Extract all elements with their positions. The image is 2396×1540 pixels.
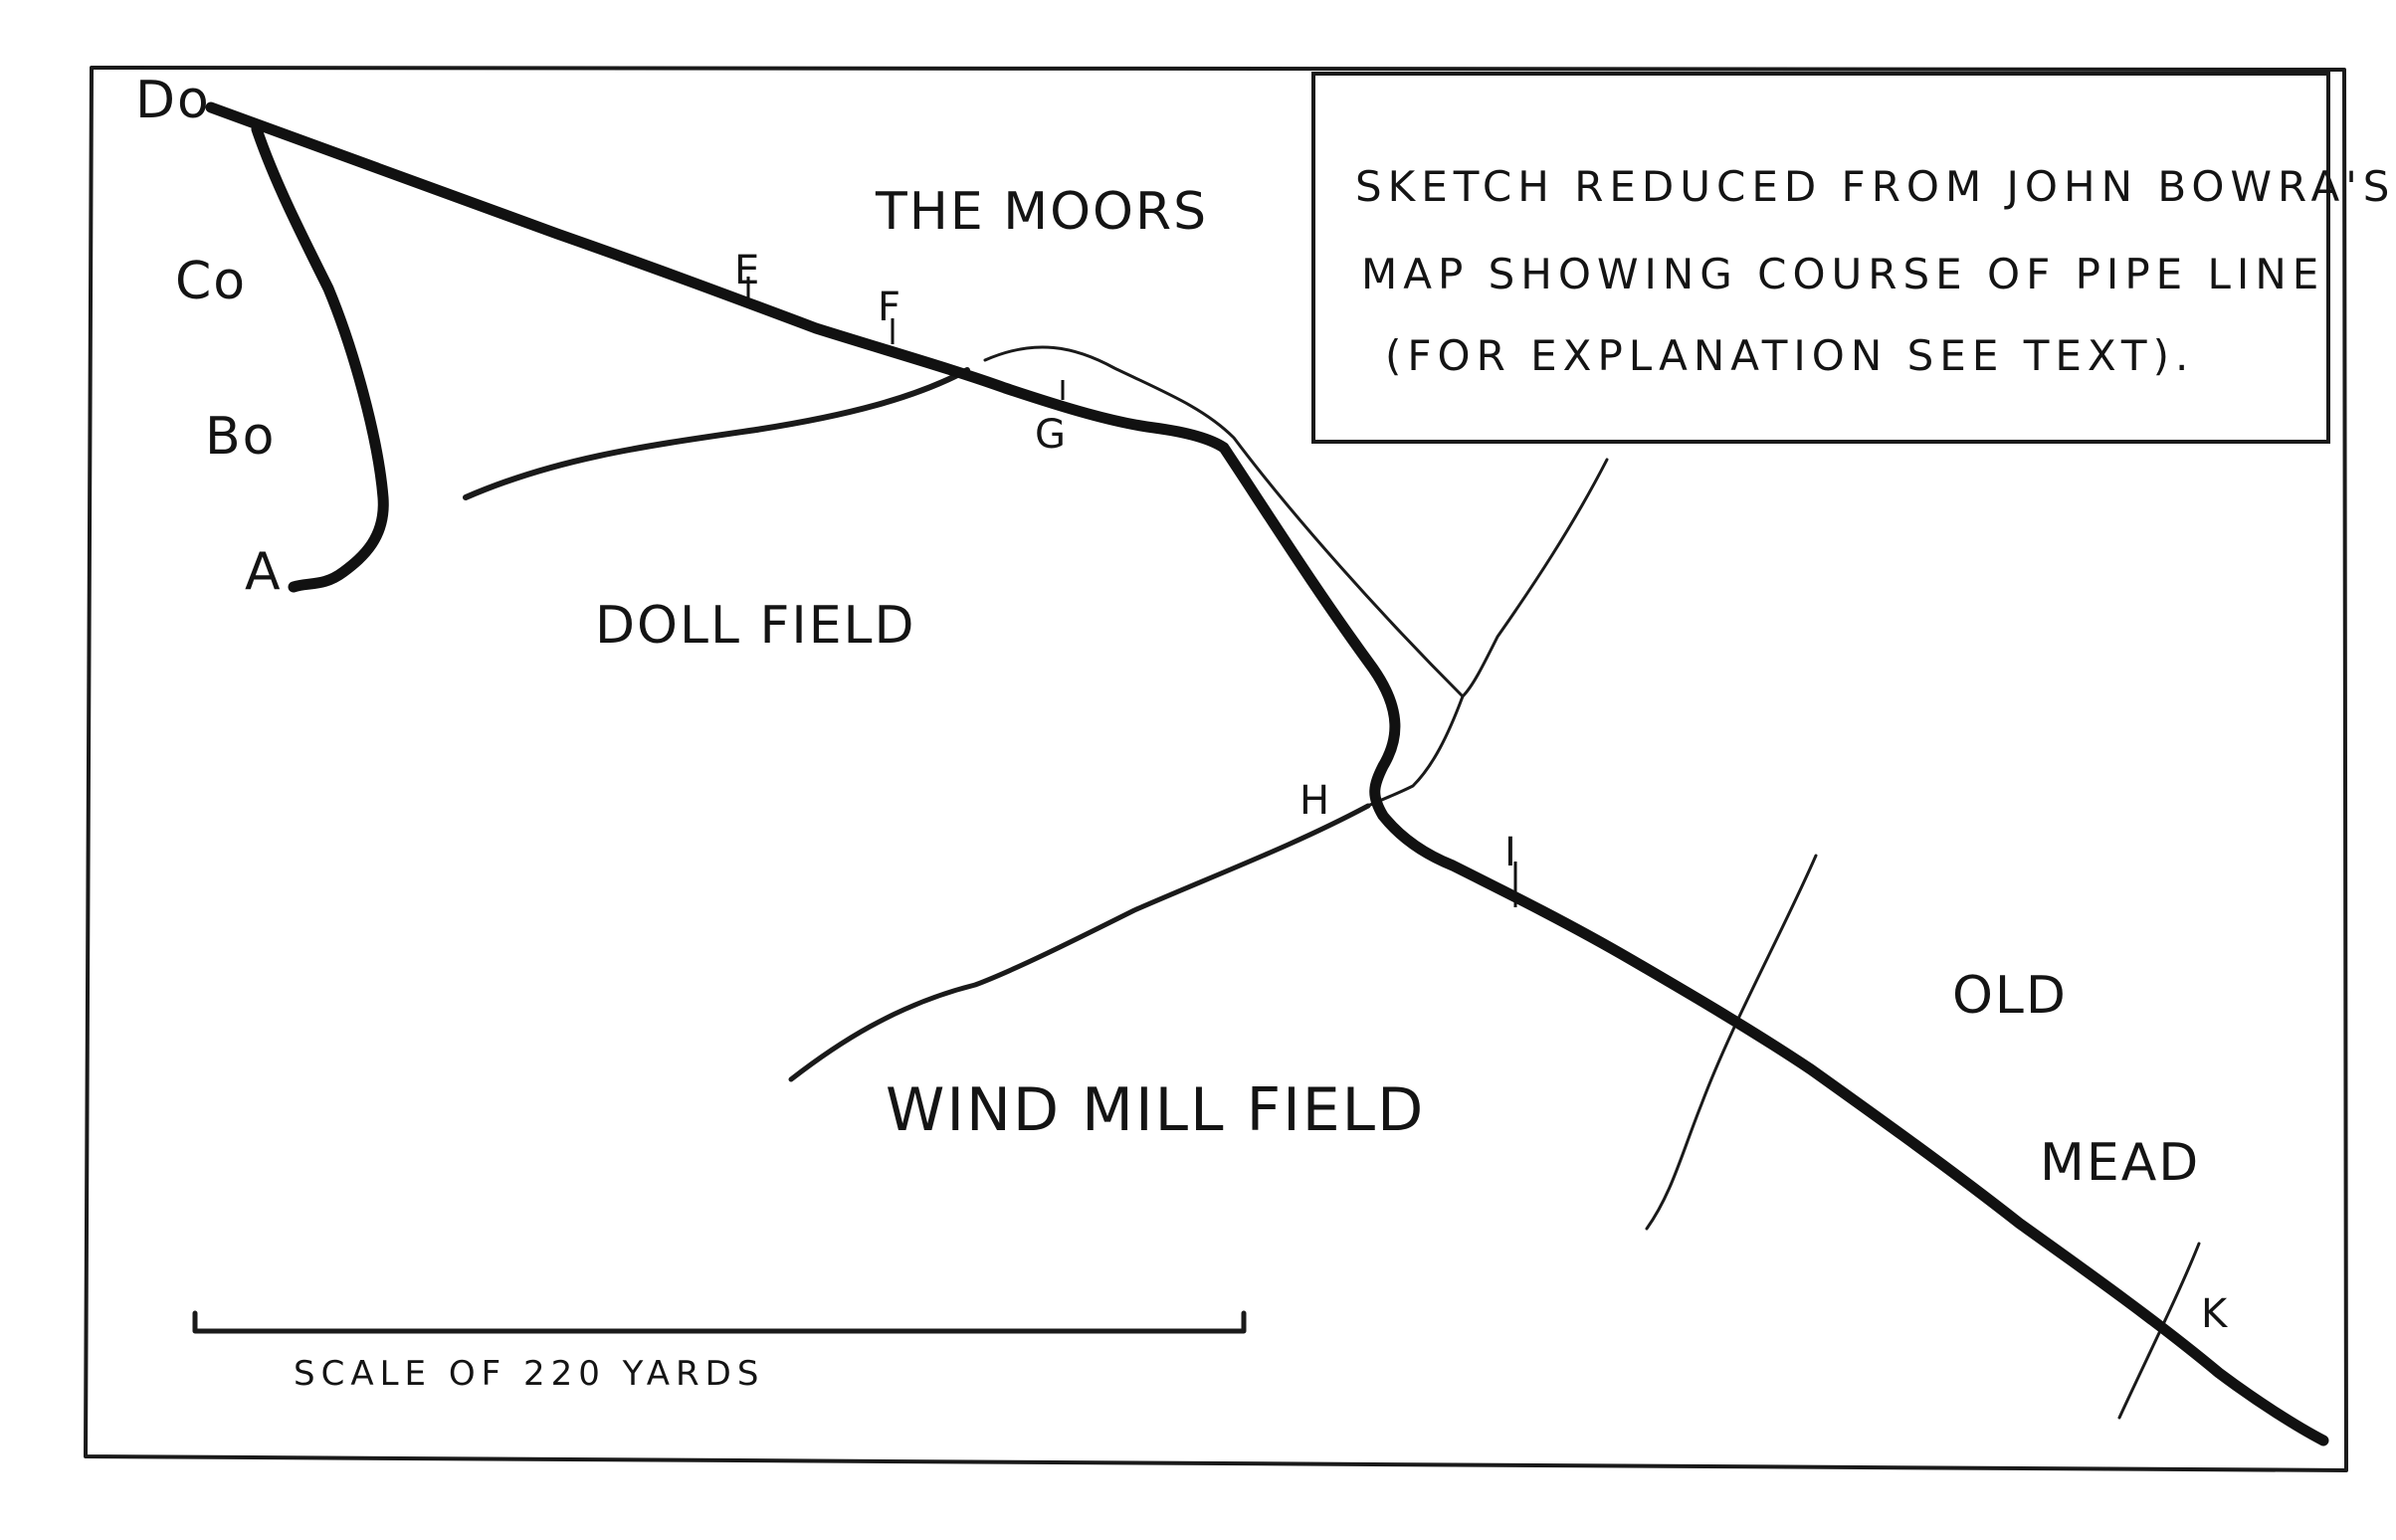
map-border <box>84 66 2348 1472</box>
point-label-f: F <box>878 285 902 330</box>
area-label-mead: MEAD <box>2040 1133 2200 1193</box>
point-label-k: K <box>2201 1291 2229 1337</box>
point-label-bo: Bo <box>205 407 277 467</box>
scale-label: SCALE OF 220 YARDS <box>294 1354 764 1394</box>
point-label-i: I <box>1504 830 1518 875</box>
area-label-moors: THE MOORS <box>875 182 1208 242</box>
point-label-do: Do <box>135 71 211 130</box>
boundary-windmill <box>788 803 1371 1082</box>
legend-line-2: MAP SHOWING COURSE OF PIPE LINE <box>1361 250 2324 298</box>
boundary-moors-doll <box>463 367 970 500</box>
point-label-a: A <box>245 542 283 602</box>
pipe-main <box>205 101 2329 1446</box>
point-label-co: Co <box>175 252 247 311</box>
area-label-doll-field: DOLL FIELD <box>595 596 916 656</box>
legend-box <box>1311 72 2330 444</box>
boundary-stream-ne <box>1366 458 1609 808</box>
boundary-old-mead <box>1645 854 1818 1231</box>
point-label-e: E <box>734 248 761 293</box>
point-label-g: G <box>1035 412 1068 458</box>
pipe-branch-a <box>251 123 389 593</box>
legend-line-1: SKETCH REDUCED FROM JOHN BOWRA'S <box>1355 162 2395 211</box>
scale-bar <box>192 1310 1247 1334</box>
boundary-upper-arc <box>983 345 1465 698</box>
legend-line-3: (FOR EXPLANATION SEE TEXT). <box>1385 331 2194 380</box>
area-label-windmill-field: WIND MILL FIELD <box>886 1075 1425 1145</box>
area-label-old: OLD <box>1952 966 2068 1026</box>
point-label-h: H <box>1299 778 1331 824</box>
